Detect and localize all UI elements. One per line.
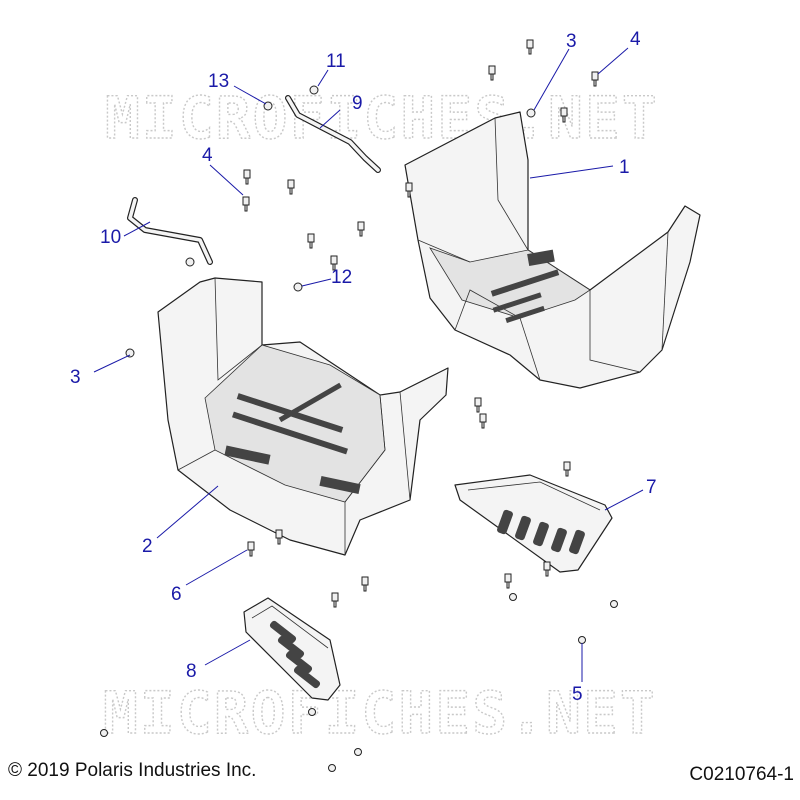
footrest-right xyxy=(454,474,613,573)
floor-tread-left xyxy=(224,382,361,495)
screw xyxy=(357,221,365,237)
copyright-notice: © 2019 Polaris Industries Inc. xyxy=(8,760,257,781)
callout-3b: 3 xyxy=(70,367,81,388)
footrest-left xyxy=(243,597,341,701)
nut xyxy=(100,729,108,737)
screw xyxy=(405,182,413,198)
clip xyxy=(125,348,135,358)
nut xyxy=(509,593,517,601)
brace-rod-upper xyxy=(285,95,381,173)
callout-7: 7 xyxy=(646,477,657,498)
callout-4b: 4 xyxy=(202,145,213,166)
callout-3a: 3 xyxy=(566,31,577,52)
floor-tread-right xyxy=(490,249,560,324)
clip xyxy=(309,85,319,95)
leader-lines xyxy=(93,47,644,682)
callout-4a: 4 xyxy=(630,29,641,50)
screw xyxy=(247,541,255,557)
callout-11: 11 xyxy=(326,51,346,72)
callout-12: 12 xyxy=(331,267,352,288)
fasteners xyxy=(100,39,618,772)
screw xyxy=(307,233,315,249)
brace-rod-lower xyxy=(127,197,213,265)
clip xyxy=(526,108,536,118)
callout-8: 8 xyxy=(186,661,197,682)
screw xyxy=(560,107,568,123)
floor-panel-right xyxy=(404,111,701,389)
screw xyxy=(591,71,599,87)
screw xyxy=(474,397,482,413)
callout-13: 13 xyxy=(208,71,229,92)
floor-panel-left xyxy=(157,277,449,556)
screw xyxy=(331,592,339,608)
screw xyxy=(243,169,251,185)
screw xyxy=(563,461,571,477)
callout-2: 2 xyxy=(142,536,153,557)
screw xyxy=(479,413,487,429)
nut xyxy=(328,764,336,772)
screw xyxy=(488,65,496,81)
nut xyxy=(578,636,586,644)
screw xyxy=(526,39,534,55)
screw xyxy=(275,529,283,545)
screw xyxy=(287,179,295,195)
watermark-top: MICROFICHES.NET xyxy=(105,84,659,152)
callout-6: 6 xyxy=(171,584,182,605)
callout-5: 5 xyxy=(572,684,583,705)
nut xyxy=(308,708,316,716)
figure-id: C0210764-1 xyxy=(689,764,794,785)
callout-1: 1 xyxy=(619,157,630,178)
screw xyxy=(242,196,250,212)
screw xyxy=(330,255,338,271)
callout-10: 10 xyxy=(100,227,121,248)
nut xyxy=(185,257,195,267)
watermark-bottom: MICROFICHES.NET xyxy=(103,679,657,747)
screw xyxy=(504,573,512,589)
clip xyxy=(293,282,303,292)
screw xyxy=(543,561,551,577)
nut xyxy=(354,748,362,756)
nut xyxy=(610,600,618,608)
screw xyxy=(361,576,369,592)
callout-9: 9 xyxy=(352,93,363,114)
